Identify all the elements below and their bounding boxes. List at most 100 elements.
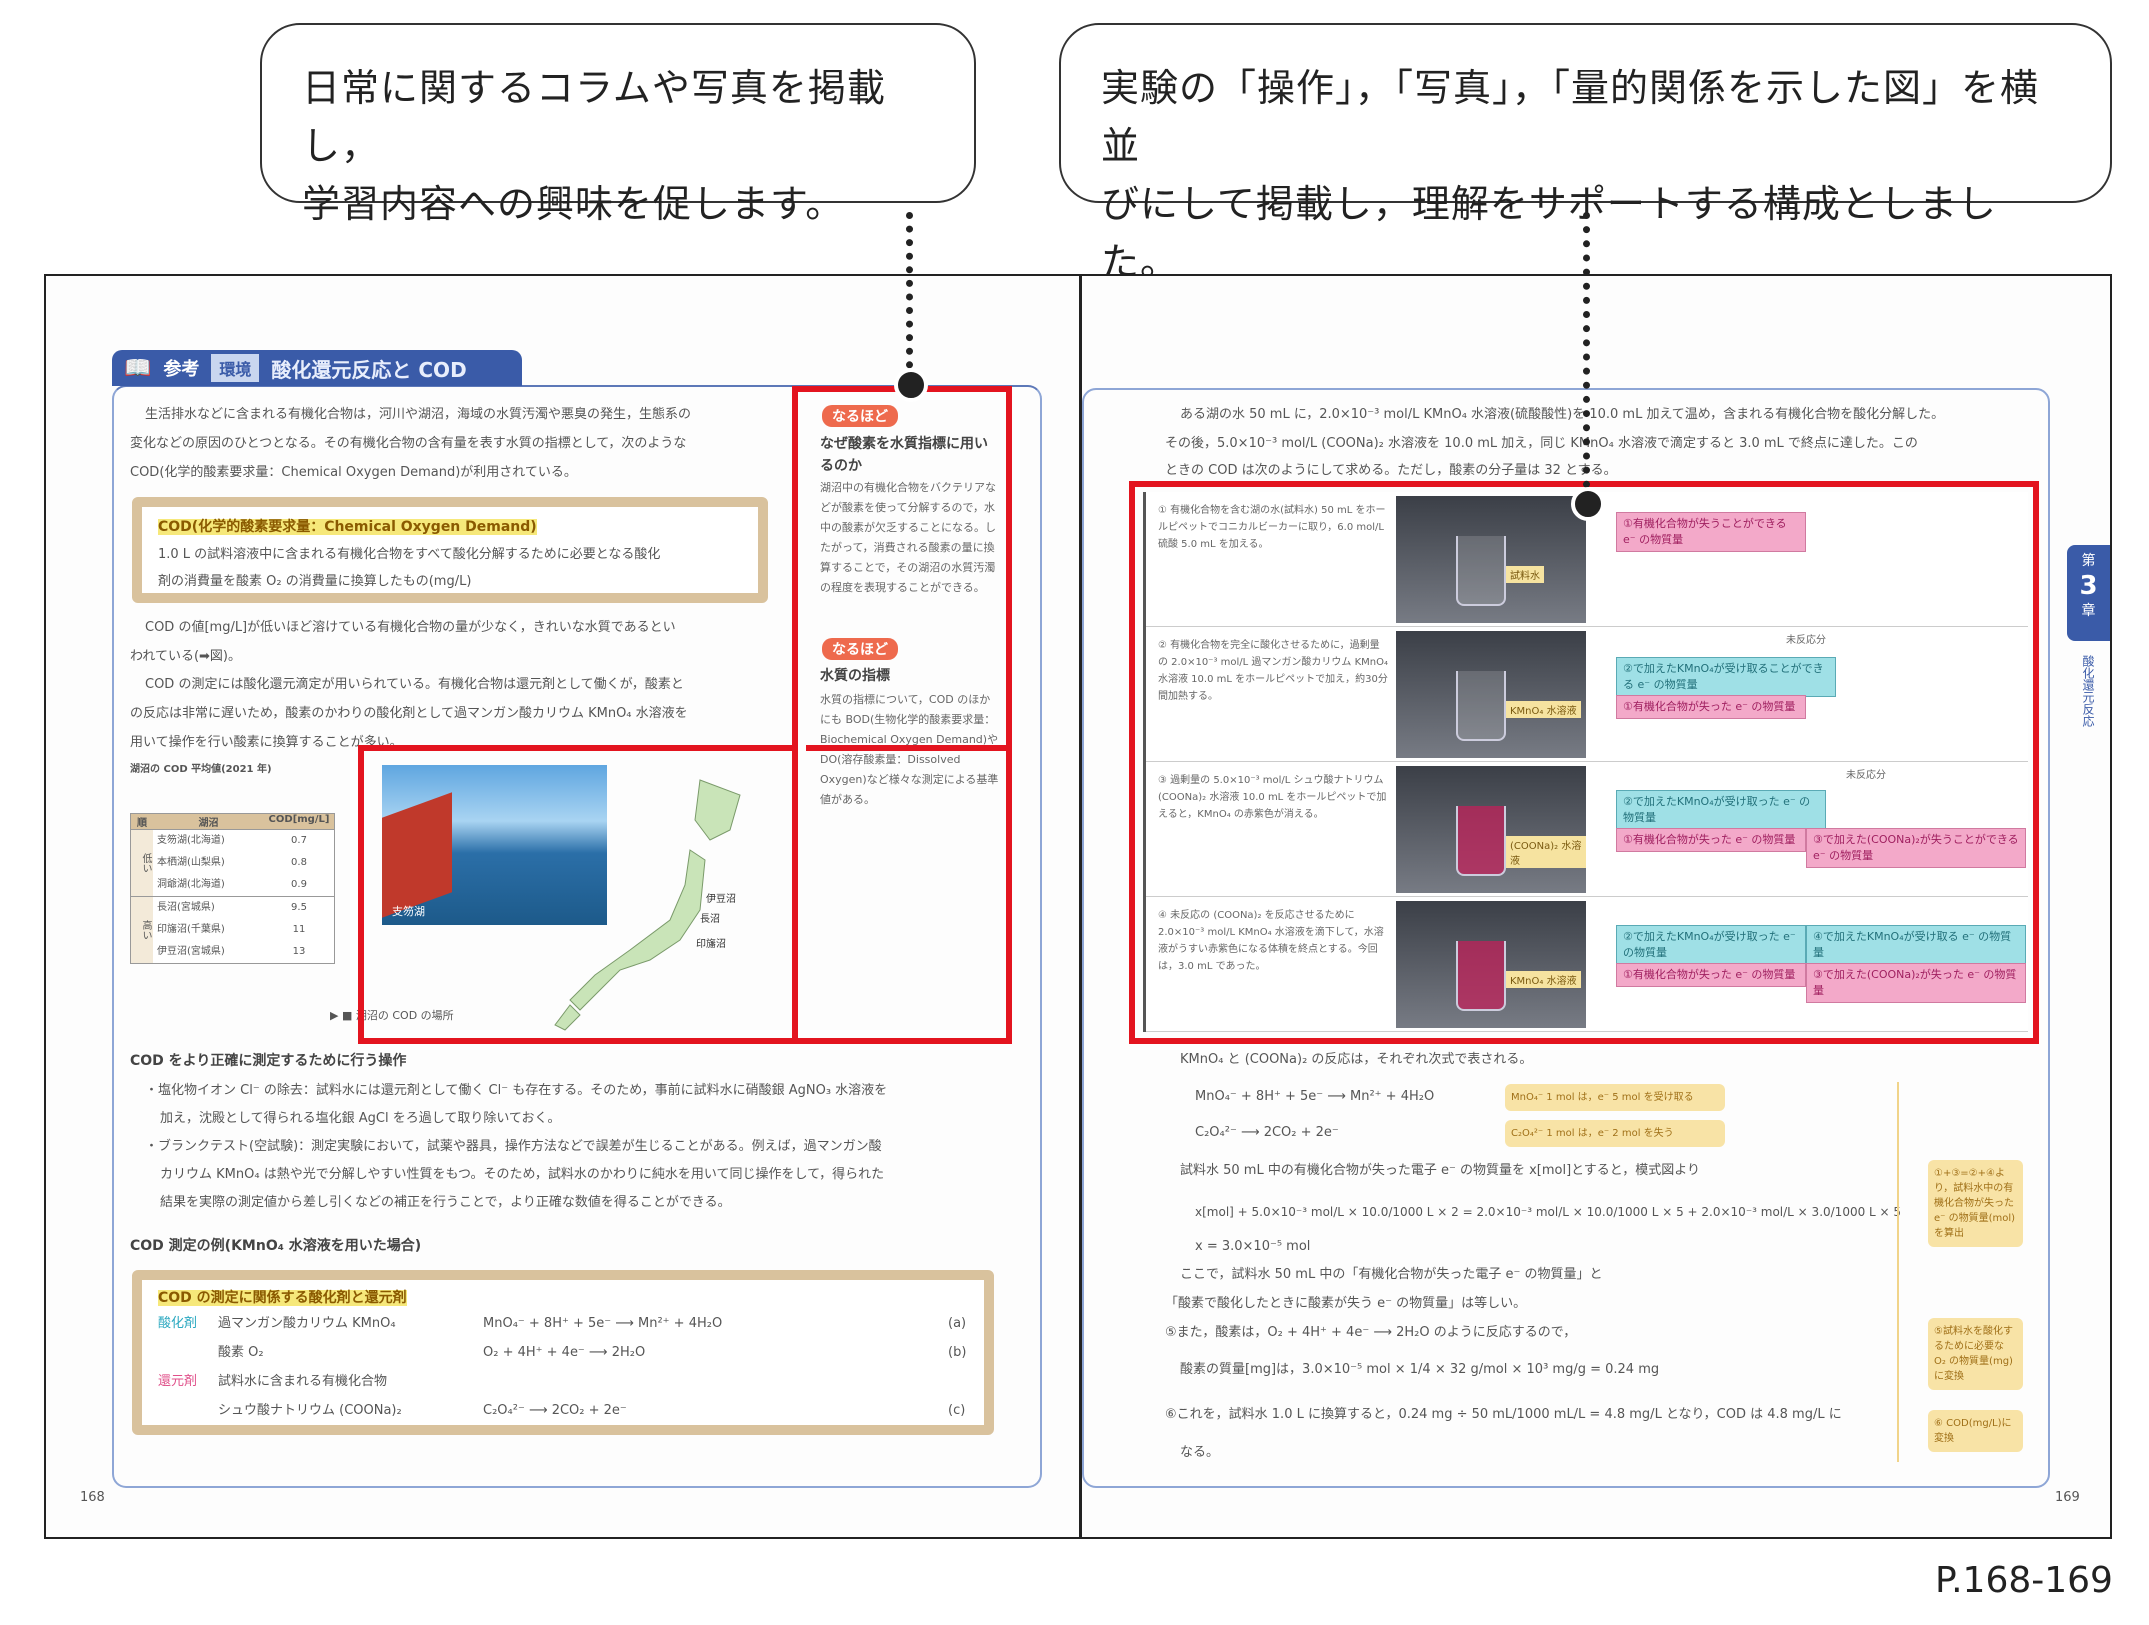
section-title: COD 測定の例(KMnO₄ 水溶液を用いた場合) — [130, 1238, 422, 1254]
step-photo: KMnO₄ 水溶液 — [1396, 901, 1586, 1028]
unreacted-label: 未反応分 — [1786, 635, 1826, 646]
definition-title: COD(化学的酸素要求量：Chemical Oxygen Demand) — [158, 519, 537, 535]
text-line: ⑥これを，試料水 1.0 L に換算すると，0.24 mg ÷ 50 mL/10… — [1165, 1407, 1842, 1422]
reagent-row: 還元剤試料水に含まれる有機化合物 — [158, 1368, 978, 1396]
side-note-title: 水質の指標 — [820, 668, 890, 684]
equation-note: C₂O₄²⁻ 1 mol は，e⁻ 2 mol を失う — [1505, 1120, 1725, 1147]
left-page-frame — [112, 385, 1042, 1488]
beaker-icon — [1456, 941, 1506, 1011]
experiment-step: ③ 過剰量の 5.0×10⁻³ mol/L シュウ酸ナトリウム (COONa)₂… — [1146, 762, 2028, 897]
definition-line: 剤の消費量を酸素 O₂ の消費量に換算したもの(mg/L) — [158, 574, 472, 589]
lake-name: 洞爺湖(北海道) — [157, 879, 225, 890]
definition-line: 1.0 L の試料溶液中に含まれる有機化合物をすべて酸化分解するために必要となる… — [158, 547, 661, 562]
beaker-icon — [1456, 536, 1506, 606]
japan-map-icon — [554, 779, 741, 1031]
text-line: の反応は非常に遅いため，酸素のかわりの酸化剤として過マンガン酸カリウム KMnO… — [130, 706, 688, 721]
map-caption-text: 湖沼の COD の場所 — [355, 1009, 454, 1022]
equation-note: MnO₄⁻ 1 mol は，e⁻ 5 mol を受け取る — [1505, 1084, 1725, 1111]
text-line: ・塩化物イオン Cl⁻ の除去：試料水には還元剤として働く Cl⁻ も存在する。… — [145, 1083, 888, 1098]
group-label: 低い — [131, 830, 153, 896]
connector-dot-left — [894, 368, 928, 402]
text-line: ある湖の水 50 mL に，2.0×10⁻³ mol/L KMnO₄ 水溶液(硫… — [1180, 407, 1945, 422]
cod-value: 11 — [292, 924, 306, 935]
step-text: ③ 過剰量の 5.0×10⁻³ mol/L シュウ酸ナトリウム (COONa)₂… — [1158, 775, 1387, 820]
margin-note: ①+③=②+④より，試料水中の有機化合物が失った e⁻ の物質量(mol)を算出 — [1928, 1160, 2023, 1247]
chapter-suffix: 章 — [2081, 603, 2096, 619]
header-category: 環境 — [211, 354, 260, 382]
callout-line: 実験の「操作」，「写真」，「量的関係を示した図」を横並 — [1101, 66, 2040, 168]
callout-line: びにして掲載し，理解をサポートする構成としました。 — [1101, 182, 1997, 284]
step-text: ④ 未反応の (COONa)₂ を反応させるために 2.0×10⁻³ mol/L… — [1158, 910, 1384, 972]
step-photo: KMnO₄ 水溶液 — [1396, 631, 1586, 758]
lake-name: 印旛沼(千葉県) — [157, 924, 225, 935]
text-line: ときの COD は次のようにして求める。ただし，酸素の分子量は 32 とする。 — [1165, 463, 1617, 478]
pink-quantity-box: ①有機化合物が失った e⁻ の物質量 — [1616, 963, 1806, 987]
text-line: ・ブランクテスト(空試験)：測定実験において，試薬や器具，操作方法などで誤差が生… — [145, 1139, 882, 1154]
experiment-step: ④ 未反応の (COONa)₂ を反応させるために 2.0×10⁻³ mol/L… — [1146, 897, 2028, 1032]
reagent-equation: C₂O₄²⁻ ⟶ 2CO₂ + 2e⁻ — [483, 1403, 627, 1418]
reagent-row: シュウ酸ナトリウム (COONa)₂ C₂O₄²⁻ ⟶ 2CO₂ + 2e⁻ (c) — [158, 1397, 978, 1425]
text-line: ここで，試料水 50 mL 中の「有機化合物が失った電子 e⁻ の物質量」と — [1180, 1267, 1603, 1282]
pink-quantity-box: ③で加えた(COONa)₂が失うことができる e⁻ の物質量 — [1806, 828, 2026, 868]
cod-definition-box: COD(化学的酸素要求量：Chemical Oxygen Demand) 1.0… — [132, 497, 768, 603]
equation: MnO₄⁻ + 8H⁺ + 5e⁻ ⟶ Mn²⁺ + 4H₂O — [1195, 1089, 1435, 1104]
page-number: 168 — [80, 1490, 105, 1505]
equation: x = 3.0×10⁻⁵ mol — [1195, 1239, 1311, 1254]
header-tag: 参考 — [163, 359, 200, 380]
text-line: 用いて操作を行い酸素に換算することが多い。 — [130, 735, 403, 750]
callout-column-photos: 日常に関するコラムや写真を掲載し， 学習内容への興味を促します。 — [260, 23, 976, 226]
cod-value: 0.7 — [291, 835, 307, 846]
table-caption: 湖沼の COD 平均値(2021 年) — [130, 764, 272, 775]
cod-value: 13 — [292, 946, 306, 957]
page-range-label: P.168-169 — [1935, 1560, 2113, 1601]
equation-tag: (b) — [948, 1345, 967, 1360]
pink-quantity-box: ①有機化合物が失った e⁻ の物質量 — [1616, 695, 1806, 719]
experiment-step: ① 有機化合物を含む湖の水(試料水) 50 mL をホールピペットでコニカルビー… — [1146, 492, 2028, 627]
reagent-name: シュウ酸ナトリウム (COONa)₂ — [218, 1403, 402, 1418]
cyan-quantity-box: ④で加えたKMnO₄が受け取る e⁻ の物質量 — [1806, 925, 2026, 965]
page-number: 169 — [2055, 1490, 2080, 1505]
equation-tag: (c) — [948, 1403, 966, 1418]
text-line: 生活排水などに含まれる有機化合物は，河川や湖沼，海域の水質汚濁や悪臭の発生，生態… — [145, 407, 692, 422]
lake-photo: 支笏湖 — [382, 765, 607, 925]
connector-line-right — [1583, 212, 1590, 488]
step-photo: (COONa)₂ 水溶液 — [1396, 766, 1586, 893]
callout-line: 学習内容への興味を促します。 — [302, 182, 845, 226]
step-text: ① 有機化合物を含む湖の水(試料水) 50 mL をホールピペットでコニカルビー… — [1158, 505, 1386, 550]
photo-label: (COONa)₂ 水溶液 — [1506, 836, 1586, 868]
text-line: COD(化学的酸素要求量：Chemical Oxygen Demand)が利用さ… — [130, 465, 577, 480]
text-line: その後，5.0×10⁻³ mol/L (COONa)₂ 水溶液を 10.0 mL… — [1165, 436, 1918, 451]
step-photo: 試料水 — [1396, 496, 1586, 623]
map-caption: ▶ ■ 湖沼の COD の場所 — [330, 1009, 454, 1022]
callout-experiment-layout: 実験の「操作」，「写真」，「量的関係を示した図」を横並 びにして掲載し，理解をサ… — [1059, 23, 2112, 284]
reagent-role: 酸化剤 — [158, 1316, 198, 1331]
japan-map: 伊豆沼 長沼 印旛沼 — [540, 770, 760, 1035]
callout-line: 日常に関するコラムや写真を掲載し， — [302, 66, 886, 168]
naruhodo-badge: なるほど — [822, 638, 898, 660]
experiment-step: ② 有機化合物を完全に酸化させるために，過剰量の 2.0×10⁻³ mol/L … — [1146, 627, 2028, 762]
connector-dot-right — [1571, 487, 1605, 521]
header-title: 酸化還元反応と COD — [271, 357, 467, 382]
margin-rule — [1897, 1082, 1899, 1462]
highlight-experiment-figure — [1129, 481, 2039, 1044]
side-note-title: なぜ酸素を水質指標に用いるのか — [820, 436, 988, 474]
cod-value: 0.8 — [291, 857, 307, 868]
table-header: 湖沼 — [153, 814, 264, 829]
place-label: 伊豆沼 — [706, 894, 736, 905]
step-text: ② 有機化合物を完全に酸化させるために，過剰量の 2.0×10⁻³ mol/L … — [1158, 640, 1388, 702]
equation: x[mol] + 5.0×10⁻³ mol/L × 10.0/1000 L × … — [1195, 1205, 1902, 1219]
text-line: 結果を実際の測定値から差し引くなどの補正を行うことで，より正確な数値を得ることが… — [160, 1195, 731, 1210]
unreacted-label: 未反応分 — [1846, 770, 1886, 781]
left-page-header: 📖 参考 環境 酸化還元反応と COD — [112, 350, 522, 386]
place-label: 印旛沼 — [696, 939, 726, 950]
chapter-label: 第 — [2081, 553, 2096, 569]
text-line: 加え，沈殿として得られる塩化銀 AgCl をろ過して取り除いておく。 — [160, 1111, 561, 1126]
highlight-column-photos-lower — [358, 745, 1012, 1044]
text-line: カリウム KMnO₄ は熱や光で分解しやすい性質をもつ。そのため，試料水のかわり… — [160, 1167, 885, 1182]
text-line: 試料水 50 mL 中の有機化合物が失った電子 e⁻ の物質量を x[mol]と… — [1180, 1163, 1700, 1178]
chapter-tab[interactable]: 第 3 章 — [2067, 545, 2110, 641]
